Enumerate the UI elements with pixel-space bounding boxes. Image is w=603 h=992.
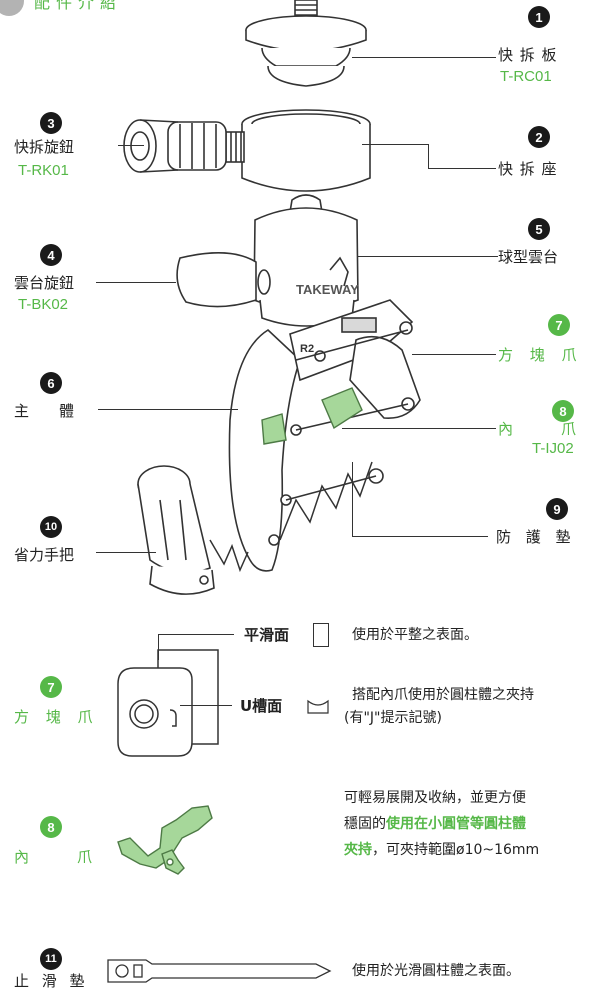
callout-number-9: 9 — [546, 498, 568, 520]
block-jaw-leader-mid — [180, 705, 232, 706]
inner-jaw-line-2-pre: 穩固的 — [344, 816, 386, 832]
header-title: 配件介紹 — [34, 0, 123, 12]
callout-number-7: 7 — [548, 314, 570, 336]
block-jaw-label: 方 塊 爪 — [14, 708, 99, 726]
leader-line-8 — [342, 428, 496, 429]
quick-release-plate-drawing — [245, 0, 367, 87]
callout-number-4: 4 — [40, 244, 62, 266]
leader-line-6 — [98, 409, 238, 410]
u-groove-note: (有"J"提示記號) — [344, 710, 442, 726]
flat-surface-icon — [313, 623, 329, 647]
leader-line-1 — [352, 57, 496, 58]
callout-code-3: T-RK01 — [18, 162, 69, 179]
inner-jaw-line-3-post: ，可夾持範圍ø10~16mm — [372, 842, 540, 858]
flat-surface-desc: 使用於平整之表面。 — [352, 627, 478, 643]
u-groove-icon — [307, 699, 329, 714]
callout-number-6: 6 — [40, 372, 62, 394]
leader-line-10 — [96, 552, 156, 553]
spring-drawing — [209, 461, 373, 573]
callout-label-2: 快 拆 座 — [498, 160, 558, 178]
leader-line-4 — [96, 282, 176, 283]
callout-label-7: 方 塊 爪 — [498, 346, 583, 364]
callout-number-1: 1 — [528, 6, 550, 28]
callout-label-10: 省力手把 — [14, 546, 75, 564]
callout-code-1: T-RC01 — [500, 68, 552, 85]
leader-line-2b — [428, 144, 429, 168]
anti-slip-desc: 使用於光滑圓柱體之表面。 — [352, 963, 520, 979]
callout-number-3: 3 — [40, 112, 62, 134]
u-groove-name: U槽面 — [240, 697, 283, 715]
callout-number-10: 10 — [40, 516, 62, 538]
inner-jaw-line-2: 穩固的使用在小圓管等圓柱體 — [344, 812, 526, 836]
brand-mark: TAKEWAY — [296, 282, 359, 297]
leader-line-7 — [412, 354, 496, 355]
block-jaw-leader-top-v — [158, 634, 159, 660]
anti-slip-pad-drawing — [107, 959, 332, 983]
callout-number-8: 8 — [552, 400, 574, 422]
block-jaw-leader-top-h — [158, 634, 234, 635]
block-jaw-number: 7 — [40, 676, 62, 698]
inner-jaw-number: 8 — [40, 816, 62, 838]
leader-line-9 — [352, 462, 353, 536]
callout-label-4: 雲台旋鈕 — [14, 274, 75, 292]
callout-label-9: 防 護 墊 — [496, 528, 576, 546]
anti-slip-label: 止 滑 墊 — [14, 972, 89, 990]
callout-label-6: 主 體 — [14, 402, 75, 420]
leader-line-2c — [428, 168, 496, 169]
inner-jaw-label: 內 爪 — [14, 848, 99, 866]
inner-jaw-line-2-emphasis: 使用在小圓管等圓柱體 — [386, 816, 526, 832]
ball-head-drawing: TAKEWAY — [176, 194, 359, 327]
inner-jaw-detail-drawing — [117, 805, 213, 875]
inner-jaw-line-3-emphasis: 夾持 — [344, 842, 372, 858]
clamp-body-drawing: R2 — [228, 299, 421, 572]
model-mark: R2 — [300, 343, 314, 355]
leader-line-3 — [118, 145, 144, 146]
block-jaw-drawing — [117, 649, 219, 757]
anti-slip-number: 11 — [40, 948, 62, 970]
callout-number-5: 5 — [528, 218, 550, 240]
inner-jaw-line-3: 夾持，可夾持範圍ø10~16mm — [344, 838, 539, 862]
callout-code-8: T-IJ02 — [532, 440, 574, 457]
flat-surface-name: 平滑面 — [244, 626, 290, 644]
quick-release-knob-drawing — [123, 119, 245, 173]
inner-jaw-line-1: 可輕易展開及收納，並更方便 — [344, 790, 526, 806]
callout-number-2: 2 — [528, 126, 550, 148]
u-groove-desc: 搭配內爪使用於圓柱體之夾持 — [352, 687, 534, 703]
callout-code-4: T-BK02 — [18, 296, 69, 313]
leader-line-2 — [362, 144, 428, 145]
callout-label-5: 球型雲台 — [498, 248, 559, 266]
callout-label-8: 內 爪 — [498, 420, 583, 438]
quick-release-base-drawing — [241, 109, 371, 192]
leader-line-5 — [358, 256, 498, 257]
callout-label-3: 快拆旋鈕 — [14, 138, 75, 156]
clamp-illustration: TAKEWAY R2 — [123, 0, 421, 595]
header-badge — [0, 0, 24, 16]
inner-jaw-drawing — [261, 387, 363, 445]
callout-label-1: 快 拆 板 — [498, 46, 558, 64]
grip-handle-drawing — [137, 465, 215, 595]
leader-line-9b — [352, 536, 488, 537]
